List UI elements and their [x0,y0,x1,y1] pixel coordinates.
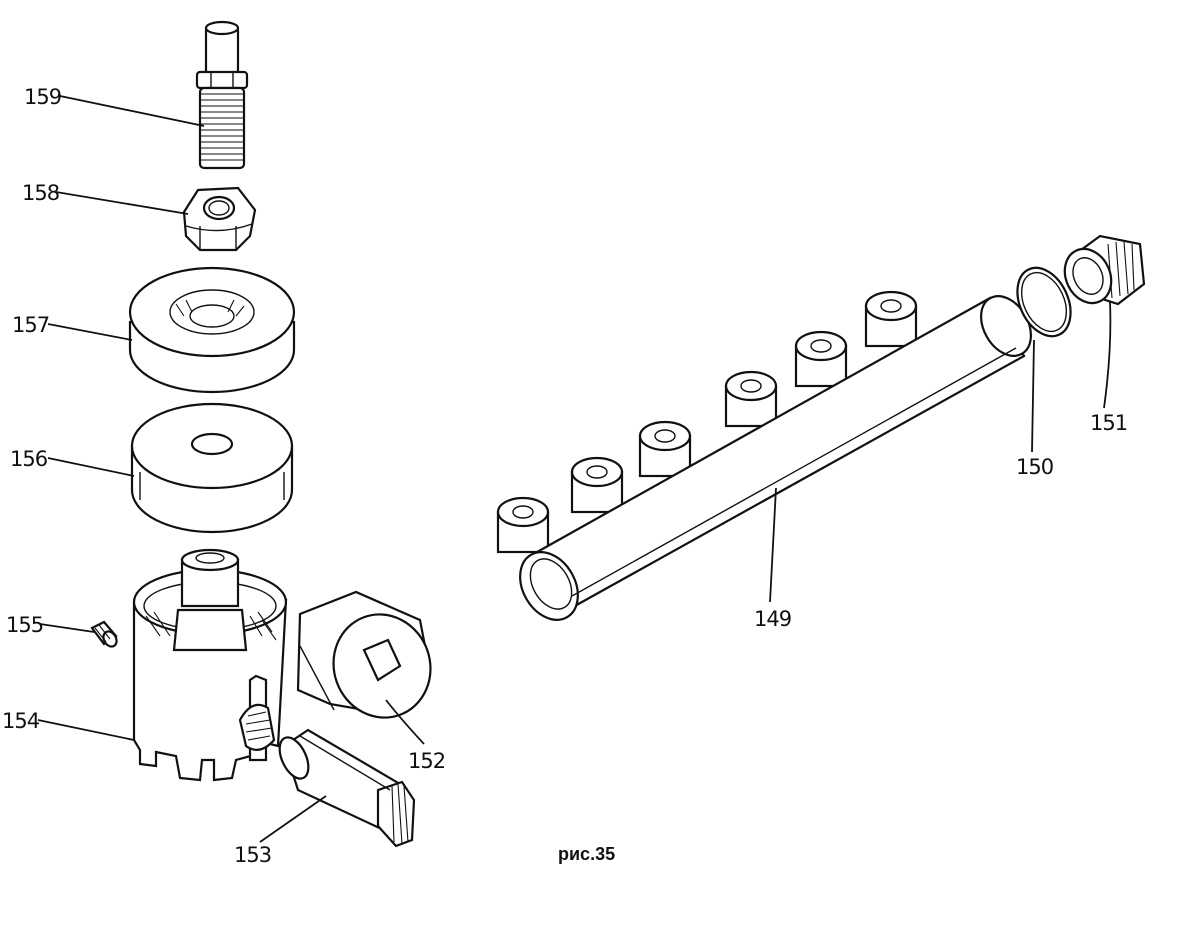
callout-152: 152 [408,749,445,773]
manifold-boss-3 [638,420,692,478]
callout-149: 149 [754,607,791,631]
part-155-set-screw [90,620,118,648]
part-157-counterbored-disc [128,266,296,394]
callout-158: 158 [22,181,59,205]
manifold-boss-1 [496,496,550,554]
manifold-boss-2 [570,456,624,514]
part-149-manifold-tube [496,290,1032,621]
callout-155: 155 [6,613,43,637]
callout-157: 157 [12,313,49,337]
part-150-o-ring [1016,266,1072,338]
part-153-shaft [278,728,416,848]
part-154-housing [132,548,288,782]
part-158-hex-nut [182,186,257,252]
figure-caption: рис.35 [558,844,615,864]
manifold-boss-6 [864,290,918,348]
part-156-washer [130,402,294,534]
callout-150: 150 [1016,455,1053,479]
part-151-plug [1063,234,1146,306]
part-159-threaded-stud [195,20,249,170]
callout-labels: 159 158 157 156 155 154 153 152 149 150 … [2,85,1128,867]
callout-151: 151 [1090,411,1127,435]
callout-154: 154 [2,709,40,733]
manifold-boss-5 [794,330,848,388]
callout-156: 156 [10,447,48,471]
callout-159: 159 [24,85,61,109]
manifold-boss-4 [724,370,778,428]
leader-lines [37,95,1112,843]
part-152-square-bushing [296,590,432,719]
callout-153: 153 [234,843,271,867]
